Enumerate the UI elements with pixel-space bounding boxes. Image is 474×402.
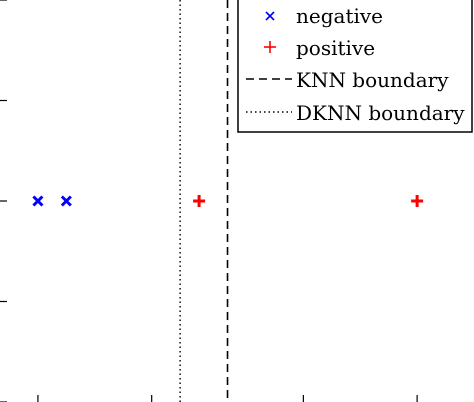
legend-item-knn-boundary: KNN boundary bbox=[246, 68, 449, 92]
legend-item-dknn-boundary: DKNN boundary bbox=[246, 101, 465, 125]
data-points bbox=[32, 195, 424, 207]
point-positive-0 bbox=[193, 195, 206, 207]
legend-label-positive: positive bbox=[296, 36, 375, 60]
point-negative-0 bbox=[32, 195, 44, 207]
point-positive-1 bbox=[411, 195, 424, 207]
legend: negative positive KNN boundary DKNN boun… bbox=[237, 0, 473, 133]
legend-box bbox=[237, 0, 473, 133]
legend-label-negative: negative bbox=[296, 4, 383, 28]
axis-ticks bbox=[0, 0, 418, 402]
legend-marker-positive bbox=[264, 41, 276, 53]
boundary-lines bbox=[179, 0, 229, 402]
legend-marker-negative bbox=[265, 11, 275, 21]
legend-item-positive: positive bbox=[264, 36, 375, 60]
legend-label-knn-boundary: KNN boundary bbox=[296, 68, 449, 92]
point-negative-1 bbox=[60, 195, 72, 207]
point-stroke bbox=[32, 195, 44, 207]
legend-label-dknn-boundary: DKNN boundary bbox=[296, 101, 465, 125]
point-stroke bbox=[60, 195, 72, 207]
legend-item-negative: negative bbox=[265, 4, 383, 28]
